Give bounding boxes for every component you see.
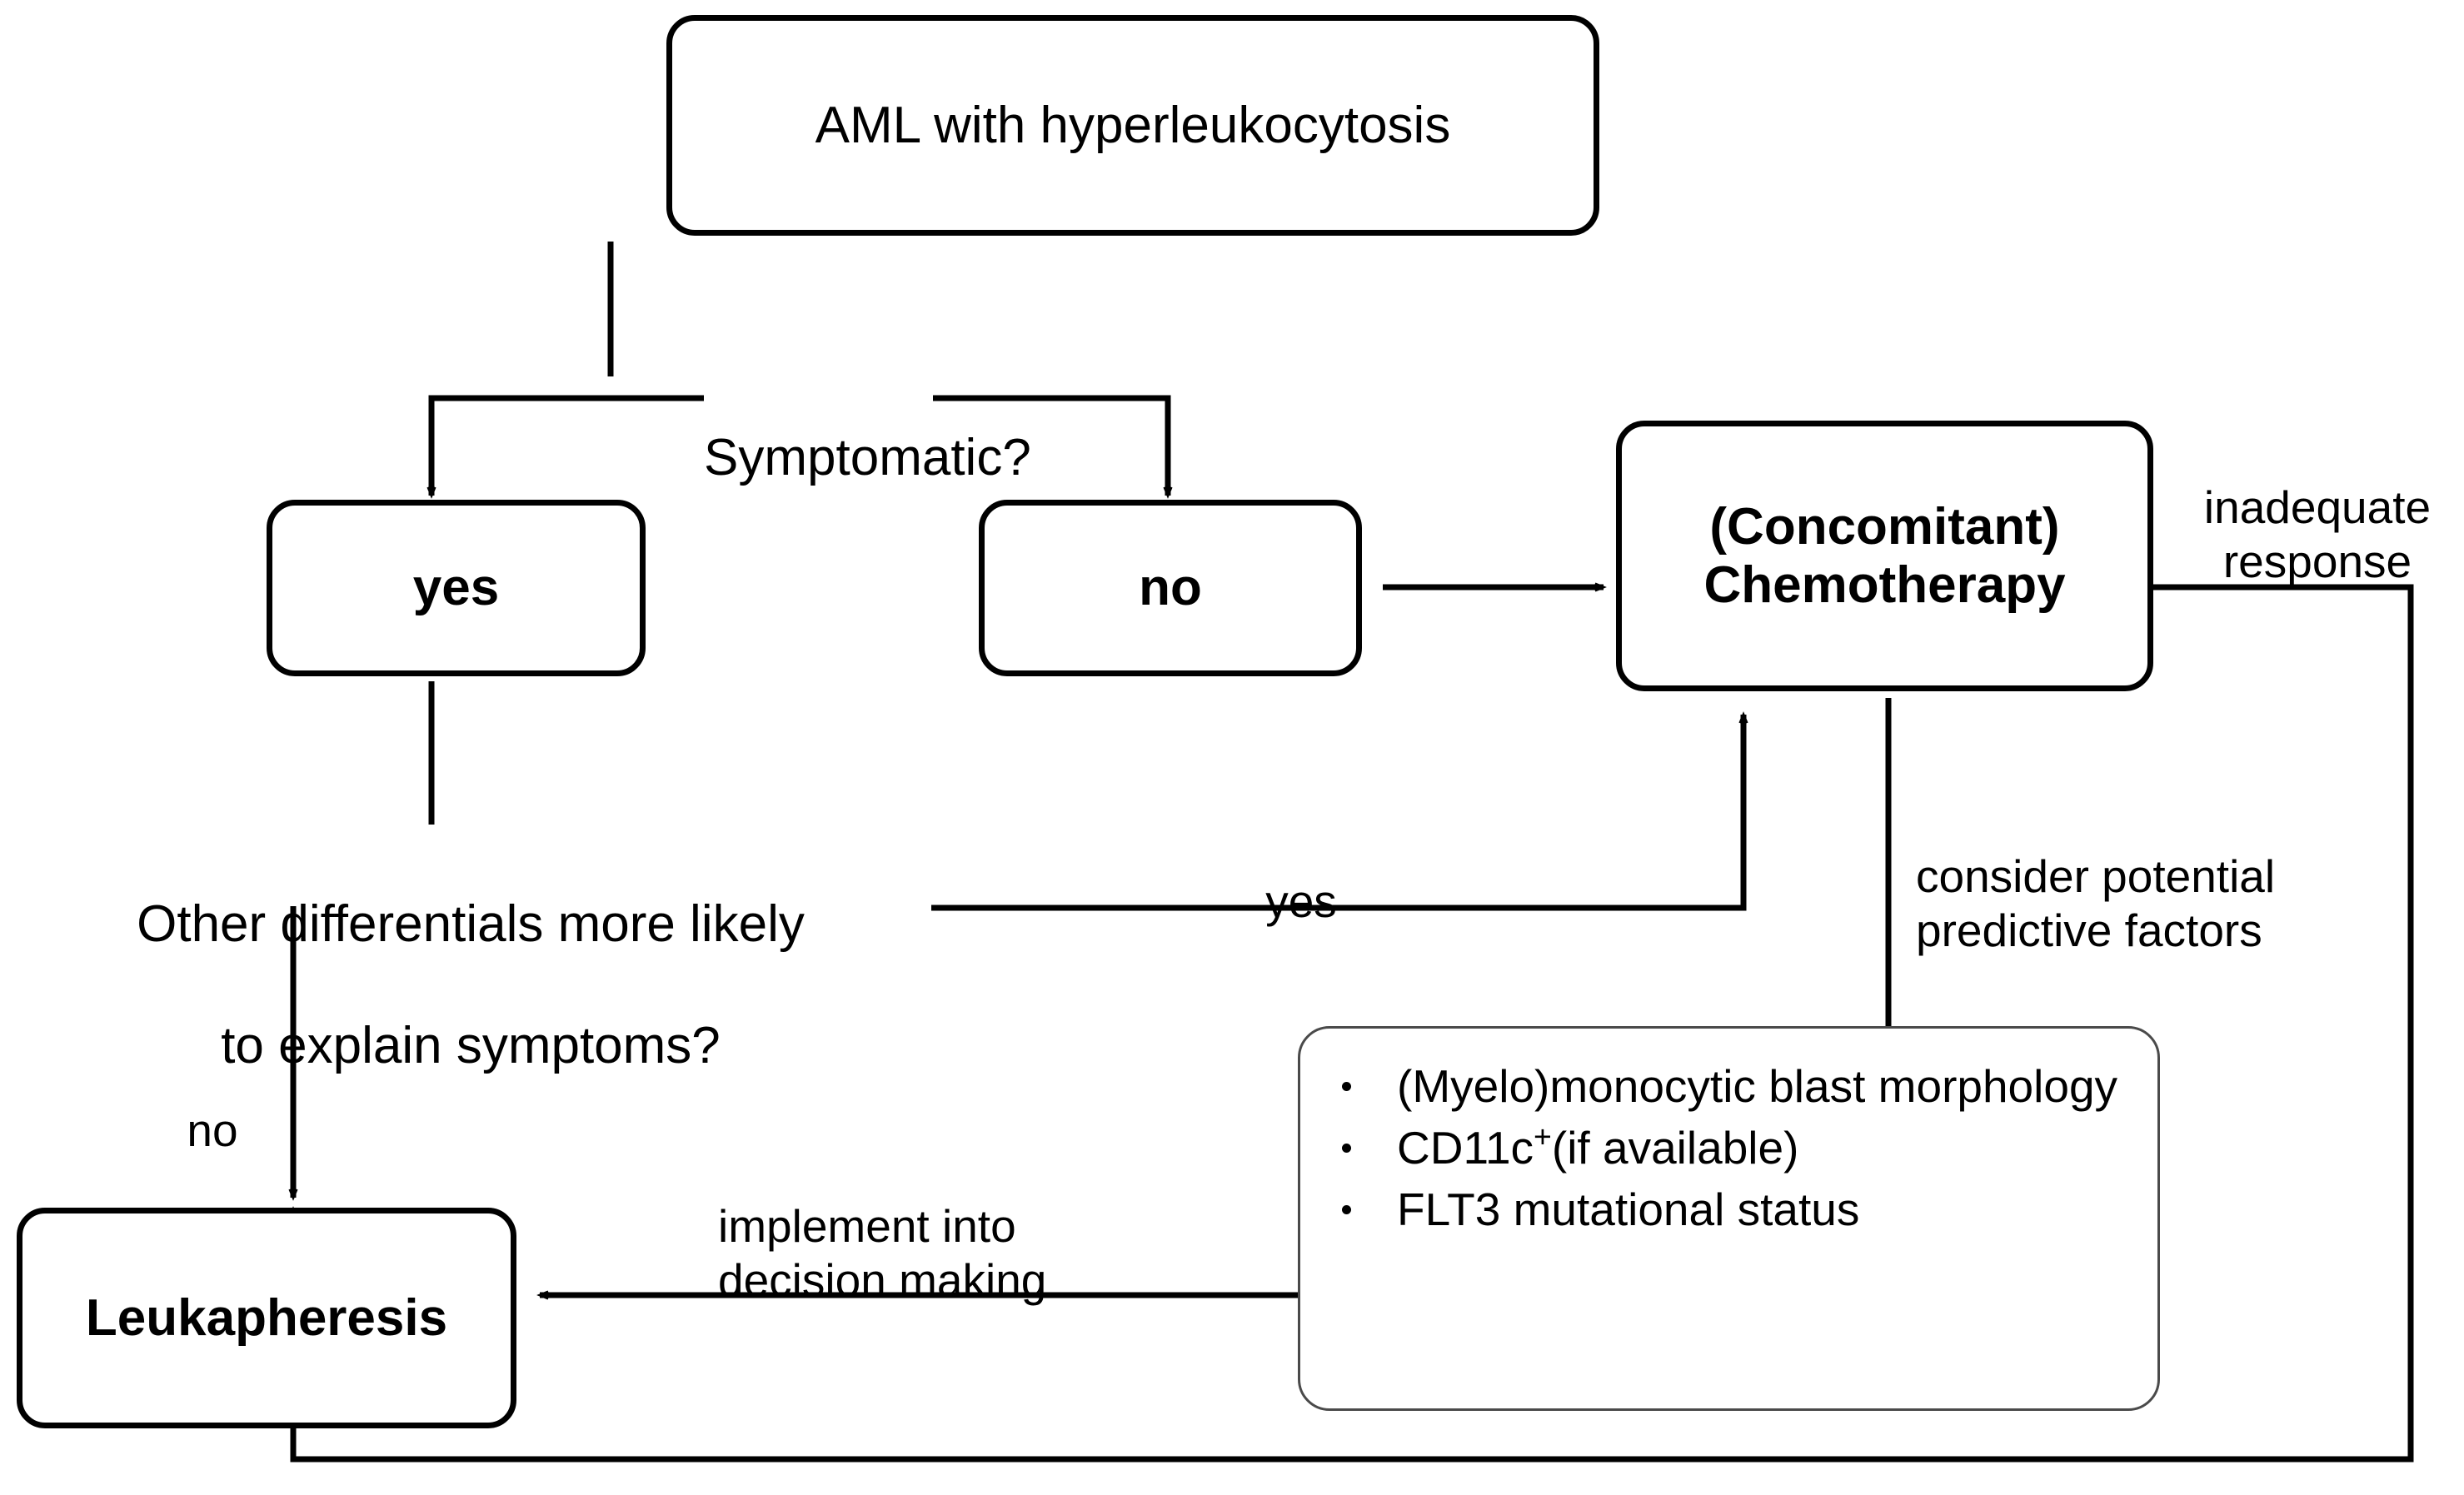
node-concomitant-chemotherapy[interactable]: (Concomitant) Chemotherapy <box>1616 421 2153 691</box>
bullet-icon <box>1342 1143 1351 1153</box>
edge-label-implement-into-decision-making: implement into decision making <box>718 1145 1110 1308</box>
node-leukapheresis[interactable]: Leukapheresis <box>17 1208 516 1428</box>
decision-symptomatic: Symptomatic? <box>704 366 1031 488</box>
predictive-factors-list: (Myelo)monocytic blast morphology CD11c+… <box>1337 1060 2124 1236</box>
predictive-factor-1-superscript: + <box>1534 1119 1552 1154</box>
edge-label-implement-into-decision-making-text: implement into decision making <box>718 1199 1047 1306</box>
node-yes[interactable]: yes <box>267 500 646 676</box>
decision-other-differentials-line2: to explain symptoms? <box>221 1017 721 1075</box>
node-label-no: no <box>1139 559 1202 617</box>
list-item: (Myelo)monocytic blast morphology <box>1337 1060 2124 1114</box>
edge-symptomatic-to-yes <box>431 395 611 496</box>
node-label-yes: yes <box>412 559 500 617</box>
edge-label-no-text: no <box>187 1104 238 1156</box>
edge-label-yes-to-chemotherapy: yes <box>1243 820 1359 929</box>
node-no[interactable]: no <box>979 500 1362 676</box>
edge-label-inadequate-response: inadequate response <box>2171 426 2464 589</box>
predictive-factor-1-after: (if available) <box>1551 1121 1799 1174</box>
decision-other-differentials: Other differentials more likely to expla… <box>25 833 916 1138</box>
node-label-chemotherapy-line1: (Concomitant) <box>1709 498 2060 556</box>
node-label-chemotherapy-line2: Chemotherapy <box>1703 556 2066 614</box>
node-aml-hyperleukocytosis[interactable]: AML with hyperleukocytosis <box>666 15 1599 236</box>
node-label-root: AML with hyperleukocytosis <box>815 96 1451 154</box>
edge-label-inadequate-response-text: inadequate response <box>2203 481 2432 587</box>
predictive-factor-0: (Myelo)monocytic blast morphology <box>1397 1060 2118 1112</box>
edge-label-consider-predictive-factors-text: consider potential predictive factors <box>1916 850 2276 956</box>
edge-label-no-to-leukapheresis: no <box>158 1049 267 1158</box>
list-item: FLT3 mutational status <box>1337 1184 2124 1237</box>
decision-other-differentials-line1: Other differentials more likely <box>137 895 805 954</box>
bullet-icon <box>1342 1204 1351 1214</box>
list-item: CD11c+(if available) <box>1337 1119 2124 1175</box>
edge-label-consider-predictive-factors: consider potential predictive factors <box>1916 795 2370 958</box>
predictive-factor-1-before: CD11c <box>1397 1121 1534 1174</box>
bullet-icon <box>1342 1082 1351 1091</box>
predictive-factor-2: FLT3 mutational status <box>1397 1183 1860 1235</box>
edge-label-yes-text: yes <box>1265 875 1337 927</box>
node-label-leukapheresis: Leukapheresis <box>85 1288 448 1347</box>
decision-symptomatic-label: Symptomatic? <box>704 429 1031 487</box>
node-predictive-factors[interactable]: (Myelo)monocytic blast morphology CD11c+… <box>1298 1026 2160 1411</box>
